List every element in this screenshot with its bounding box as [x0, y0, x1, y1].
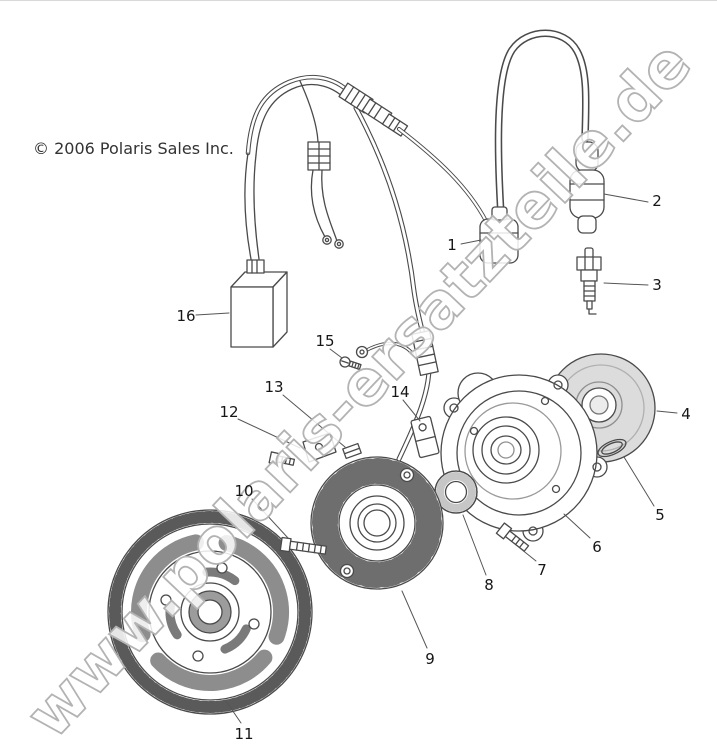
- spark-plug-cap-drawing: [569, 141, 605, 234]
- seal-drawing: [434, 470, 478, 514]
- clamp-drawing: [342, 442, 362, 460]
- part-label-13: 13: [264, 378, 284, 396]
- part-label-1: 1: [447, 236, 457, 254]
- stator-drawing: [310, 456, 444, 590]
- cdi-box-drawing: [230, 259, 288, 348]
- bolt-7-drawing: [495, 522, 530, 552]
- part-label-11: 11: [234, 725, 254, 743]
- part-label-2: 2: [652, 192, 662, 210]
- ring-drawing: [597, 438, 627, 458]
- part-label-6: 6: [592, 538, 602, 556]
- part-label-15: 15: [315, 332, 335, 350]
- part-label-9: 9: [425, 650, 435, 668]
- leader-lines: [195, 193, 678, 724]
- part-label-4: 4: [681, 405, 691, 423]
- bracket-14-drawing: [410, 415, 440, 459]
- flywheel-drawing: [107, 509, 313, 715]
- part-label-3: 3: [652, 276, 662, 294]
- spark-plug-drawing: [576, 247, 602, 315]
- ground-screw-drawing: [339, 341, 414, 370]
- part-label-8: 8: [484, 576, 494, 594]
- part-label-16: 16: [176, 307, 196, 325]
- stator-cover-drawing: [440, 372, 608, 542]
- part-label-7: 7: [537, 561, 547, 579]
- ignition-coil-drawing: [479, 206, 519, 264]
- part-label-10: 10: [234, 482, 254, 500]
- part-label-14: 14: [390, 383, 410, 401]
- bracket-12-drawing: [268, 432, 337, 466]
- bolt-10-drawing: [279, 536, 327, 555]
- wiring-harness-drawing: [244, 74, 488, 462]
- spark-plug-wire-drawing: [494, 29, 590, 235]
- part-label-12: 12: [219, 403, 239, 421]
- copyright-notice: © 2006 Polaris Sales Inc.: [33, 139, 234, 158]
- part-label-5: 5: [655, 506, 665, 524]
